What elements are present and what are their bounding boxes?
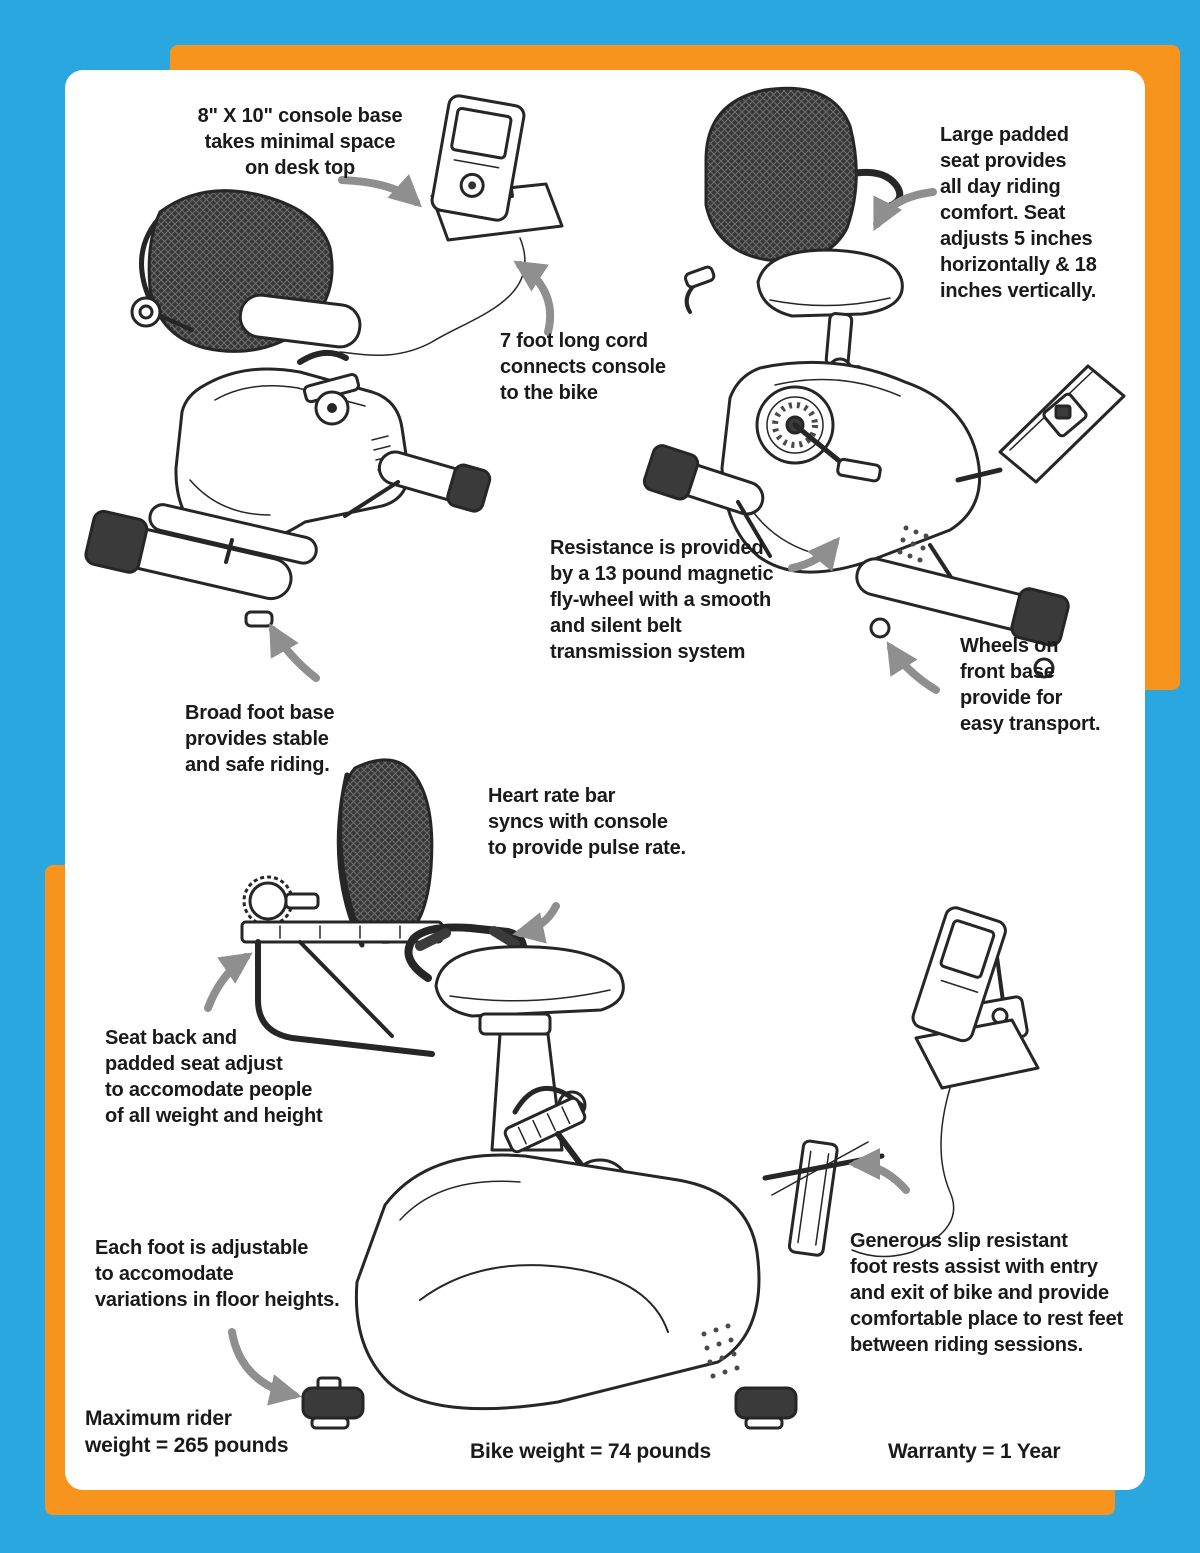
vent-dots	[897, 525, 929, 563]
callout-heart-rate: Heart rate bar syncs with console to pro…	[488, 785, 686, 859]
callout-console-base: 8" X 10" console base takes minimal spac…	[197, 105, 403, 179]
spec-warranty: Warranty = 1 Year	[888, 1440, 1061, 1463]
callout-resistance: Resistance is provided by a 13 pound mag…	[550, 537, 774, 663]
arrow-to-foot-base	[269, 623, 320, 682]
recumbent-bike-front-view-illustration	[84, 189, 492, 628]
arrow-to-seat-back	[204, 952, 253, 1012]
callout-foot-rests: Generous slip resistant foot rests assis…	[850, 1230, 1123, 1356]
arrow-to-adjustable-foot	[228, 1328, 302, 1406]
spec-max-rider-weight: Maximum rider weight = 265 pounds	[85, 1407, 289, 1458]
arrow-to-console	[338, 174, 422, 208]
console-cord-line-2	[851, 1087, 955, 1258]
vent-dots	[701, 1323, 740, 1379]
callout-padded-seat: Large padded seat provides all day ridin…	[940, 124, 1097, 302]
recumbent-bike-side-view-illustration	[240, 758, 885, 1430]
callout-foot-base: Broad foot base provides stable and safe…	[185, 702, 335, 776]
callout-wheels: Wheels on front base provide for easy tr…	[960, 635, 1101, 735]
arrow-to-cord	[513, 260, 555, 336]
console-illustration-2	[851, 906, 1040, 1258]
arrow-to-foot-rest	[848, 1148, 910, 1194]
transport-wheel-left	[869, 617, 891, 639]
callout-cord: 7 foot long cord connects console to the…	[500, 330, 666, 404]
adjustable-foot-rear	[734, 1386, 798, 1420]
spec-bike-weight: Bike weight = 74 pounds	[470, 1440, 712, 1463]
arrow-to-seat	[873, 188, 937, 232]
adjustable-foot-front	[301, 1386, 365, 1420]
arrow-to-wheels	[886, 641, 940, 694]
console-cord-line	[339, 237, 526, 356]
callout-arrows	[204, 174, 940, 1406]
arrow-to-flywheel	[788, 536, 841, 572]
callout-seat-adjust: Seat back and padded seat adjust to acco…	[105, 1027, 323, 1127]
arrow-to-heart-rate-bar	[512, 902, 560, 944]
transport-wheel-right	[1033, 657, 1055, 679]
recumbent-bike-rear-view-illustration	[642, 86, 1126, 679]
callout-foot-adjustable: Each foot is adjustable to accomodate va…	[95, 1237, 340, 1311]
